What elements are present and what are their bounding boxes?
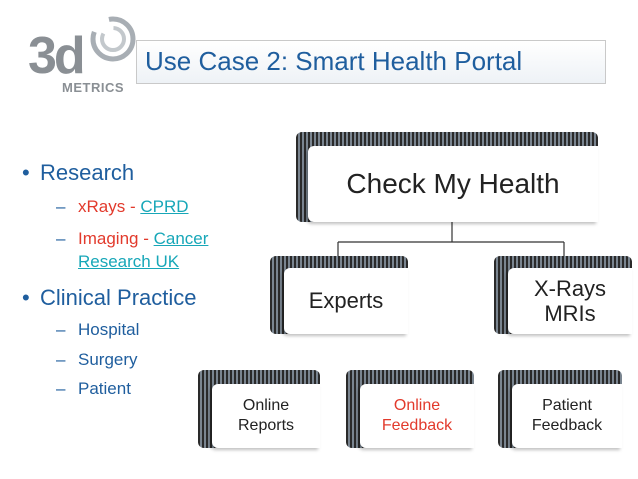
box-face: Online Feedback (360, 384, 474, 448)
box-face: Online Reports (212, 384, 320, 448)
sub-bullet-patient: –Patient (56, 379, 131, 398)
bullet-label: Clinical Practice (40, 285, 197, 310)
sub-bullet-label: Imaging - (78, 229, 154, 248)
sub-bullet-hospital: –Hospital (56, 320, 140, 339)
box-face: Patient Feedback (512, 384, 622, 448)
sub-bullet-imaging: –Imaging - Cancer (56, 229, 209, 248)
sub-bullet-surgery: –Surgery (56, 350, 138, 369)
sub-bullet-xrays: –xRays - CPRD (56, 197, 189, 216)
box-label-line1: Online (393, 397, 441, 414)
box-label-line1: Online (242, 397, 290, 414)
slide-title-bar: Use Case 2: Smart Health Portal (136, 40, 606, 84)
bullet-dot: • (22, 285, 30, 310)
sub-bullet-label: Hospital (78, 320, 140, 339)
sub-bullet-label: Patient (78, 379, 131, 398)
sub-bullet-label: xRays - (78, 197, 141, 216)
box-label: Experts (308, 288, 384, 314)
company-logo: 3d METRICS (28, 16, 148, 102)
diagram-box-online-reports: Online Reports (198, 370, 320, 448)
box-face: Experts (284, 268, 408, 334)
box-label-line1: Patient (542, 397, 592, 414)
swirl-logo-icon (90, 16, 136, 62)
logo-wordmark: METRICS (62, 80, 124, 95)
slide-title: Use Case 2: Smart Health Portal (145, 46, 523, 76)
box-face: X-Rays MRIs (508, 268, 632, 334)
sub-bullet-imaging-cont: Research UK (78, 252, 179, 272)
diagram-root-box: Check My Health (296, 132, 598, 222)
sub-bullet-label: Surgery (78, 350, 138, 369)
link-cancer-research-uk-cont[interactable]: Research UK (78, 252, 180, 271)
link-cprd[interactable]: CPRD (140, 197, 189, 216)
logo-mark: 3d (28, 27, 86, 85)
diagram-box-patient-feedback: Patient Feedback (498, 370, 622, 448)
box-label-line2: Feedback (381, 417, 453, 434)
diagram-box-experts: Experts (270, 256, 408, 334)
box-label-line2: MRIs (544, 301, 596, 326)
box-face: Check My Health (308, 146, 598, 222)
box-label-line1: X-Rays (533, 275, 607, 301)
diagram-box-online-feedback: Online Feedback (346, 370, 474, 448)
bullet-dot: • (22, 160, 30, 185)
link-cancer-research-uk[interactable]: Cancer (153, 229, 209, 248)
bullet-label: Research (40, 160, 135, 185)
bullet-clinical-practice: • Clinical Practice (22, 285, 197, 311)
bullet-research: • Research (22, 160, 134, 186)
root-label: Check My Health (346, 168, 560, 199)
box-label-line2: Reports (237, 417, 295, 434)
box-label-line2: Feedback (531, 417, 603, 434)
diagram-box-xrays-mris: X-Rays MRIs (494, 256, 632, 334)
